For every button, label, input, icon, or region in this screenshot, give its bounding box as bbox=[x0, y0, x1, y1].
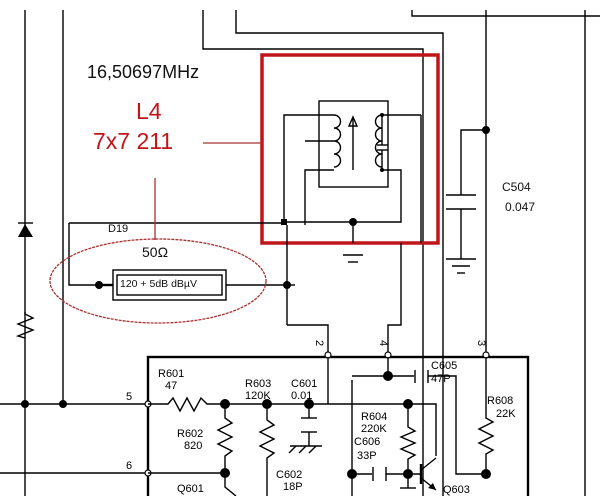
signal-ellipse bbox=[49, 238, 267, 324]
pin-3: 3 bbox=[475, 339, 488, 347]
left-resistor bbox=[15, 312, 35, 339]
q603-name: Q603 bbox=[443, 484, 470, 496]
impedance-label: 50Ω bbox=[142, 244, 169, 260]
d19-label: D19 bbox=[108, 223, 129, 235]
c601-value: 0.01 bbox=[291, 390, 313, 402]
top-wires bbox=[24, 10, 600, 496]
c504-value: 0.047 bbox=[505, 200, 536, 214]
c602-value: 18P bbox=[283, 481, 303, 493]
r602-name: R602 bbox=[177, 428, 204, 440]
r608-value: 22K bbox=[496, 408, 516, 420]
l4-highlight-box bbox=[260, 53, 440, 245]
pin-2: 2 bbox=[313, 339, 326, 347]
coil-name-label: L4 bbox=[136, 98, 162, 124]
r602-value: 820 bbox=[184, 440, 203, 452]
pin-5: 5 bbox=[126, 391, 133, 403]
c605-value: 47P bbox=[431, 373, 451, 385]
pin-4: 4 bbox=[377, 339, 390, 347]
r604-value: 220K bbox=[361, 423, 387, 435]
coil-type-label: 7x7 211 bbox=[93, 128, 174, 154]
l4-transformer bbox=[281, 100, 421, 263]
pin-6: 6 bbox=[126, 460, 133, 472]
r601-value: 47 bbox=[165, 380, 178, 392]
c601-name: C601 bbox=[291, 378, 318, 390]
r608-name: R608 bbox=[487, 395, 514, 407]
frequency-label: 16,50697MHz bbox=[87, 62, 200, 82]
q601-name: Q601 bbox=[177, 483, 204, 495]
r604-name: R604 bbox=[361, 411, 388, 423]
ic-block bbox=[146, 355, 530, 496]
r603-value: 120K bbox=[245, 390, 271, 402]
d19-path bbox=[68, 222, 295, 301]
r601-name: R601 bbox=[158, 368, 185, 380]
signal-level-label: 120 + 5dB dBµV bbox=[120, 278, 197, 290]
r603-name: R603 bbox=[245, 378, 272, 390]
c606-value: 33P bbox=[357, 450, 377, 462]
c606-name: C606 bbox=[354, 436, 381, 448]
c504-name: C504 bbox=[502, 180, 531, 194]
c605-name: C605 bbox=[431, 360, 458, 372]
diode bbox=[18, 222, 33, 237]
c602-name: C602 bbox=[276, 469, 303, 481]
